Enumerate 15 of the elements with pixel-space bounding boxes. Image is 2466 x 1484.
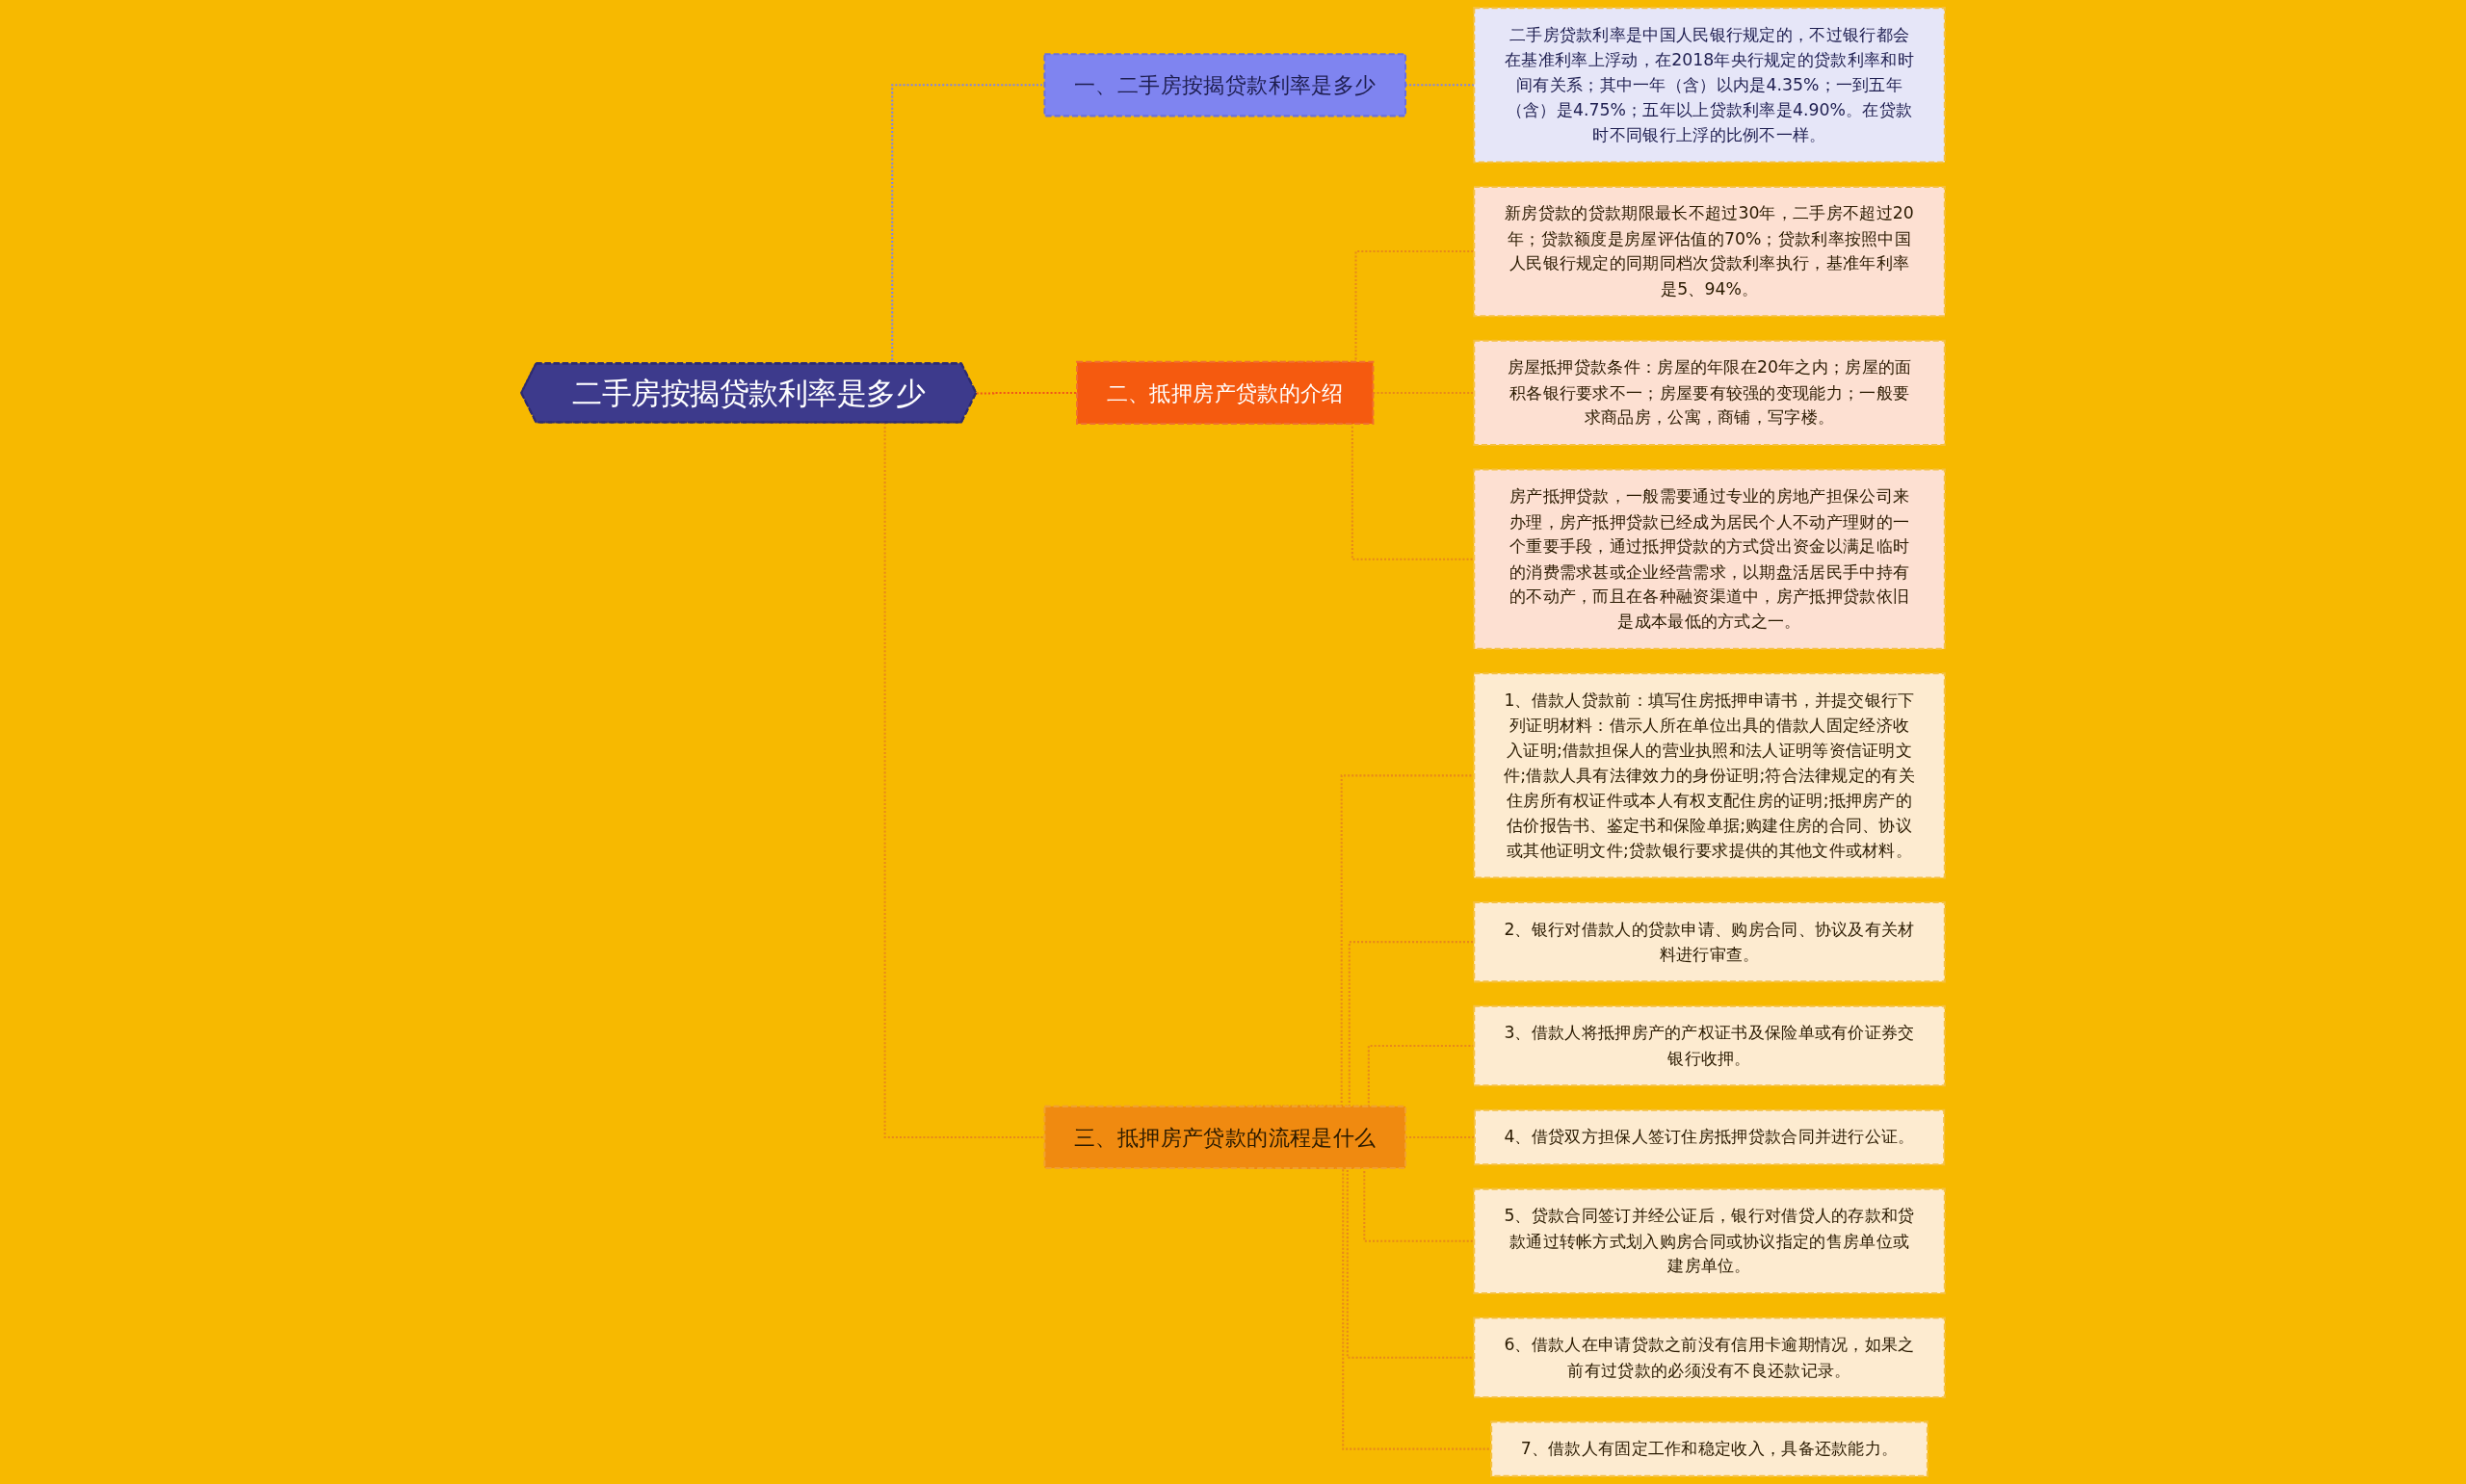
node-box: 5、贷款合同签订并经公证后，银行对借贷人的存款和贷款通过转帐方式划入购房合同或协议指定的售房单位或建房单位。 [1473, 1187, 1946, 1295]
node-box: 二、抵押房产贷款的介绍 [1076, 360, 1375, 425]
connector [976, 391, 1078, 395]
node-box: 一、二手房按揭贷款利率是多少 [1043, 53, 1407, 117]
node-box: 房屋抵押贷款条件：房屋的年限在20年之内；房屋的面积各银行要求不一；房屋要有较强的变现能力；一般要求商品房，公寓，商铺，写字楼。 [1473, 339, 1946, 447]
node-box: 二手房贷款利率是中国人民银行规定的，不过银行都会在基准利率上浮动，在2018年央行规定的贷款利率和时间有关系；其中一年（含）以内是4.35%；一到五年（含）是4.75%；五年以上贷款利率是4.90%。在贷款时不同银行上浮的比例不一样。 [1473, 7, 1946, 164]
node-box: 4、借贷双方担保人签订住房抵押贷款合同并进行公证。 [1473, 1108, 1946, 1166]
node-box: 1、借款人贷款前：填写住房抵押申请书，并提交银行下列证明材料：借示人所在单位出具的借款人固定经济收入证明;借款担保人的营业执照和法人证明等资信证明文件;借款人具有法律效力的身份证明;符合法律规定的有关住房所有权证件或本人有权支配住房的证明;抵押房产的估价报告书、鉴定书和保险单据;购建住房的合同、协议或其他证明文件;贷款银行要求提供的其他文件或材料。 [1473, 672, 1946, 879]
node-box: 7、借款人有固定工作和稳定收入，具备还款能力。 [1490, 1420, 1928, 1477]
node-box: 三、抵押房产贷款的流程是什么 [1043, 1105, 1407, 1169]
node-box: 3、借款人将抵押房产的产权证书及保险单或有价证券交银行收押。 [1473, 1004, 1946, 1087]
node-box: 6、借款人在申请贷款之前没有信用卡逾期情况，如果之前有过贷款的必须没有不良还款记录。 [1473, 1316, 1946, 1398]
node-box: 2、银行对借款人的贷款申请、购房合同、协议及有关材料进行审查。 [1473, 900, 1946, 983]
node-box: 新房贷款的贷款期限最长不超过30年，二手房不超过20年；贷款额度是房屋评估值的70%；贷款利率按照中国人民银行规定的同期同档次贷款利率执行，基准年利率是5、94%。 [1473, 185, 1946, 318]
node-box: 房产抵押贷款，一般需要通过专业的房地产担保公司来办理，房产抵押贷款已经成为居民个人不动产理财的一个重要手段，通过抵押贷款的方式贷出资金以满足临时的消费需求甚或企业经营需求，以期盘活居民手中持有的不动产，而且在各种融资渠道中，房产抵押贷款依旧是成本最低的方式之一。 [1473, 468, 1946, 650]
